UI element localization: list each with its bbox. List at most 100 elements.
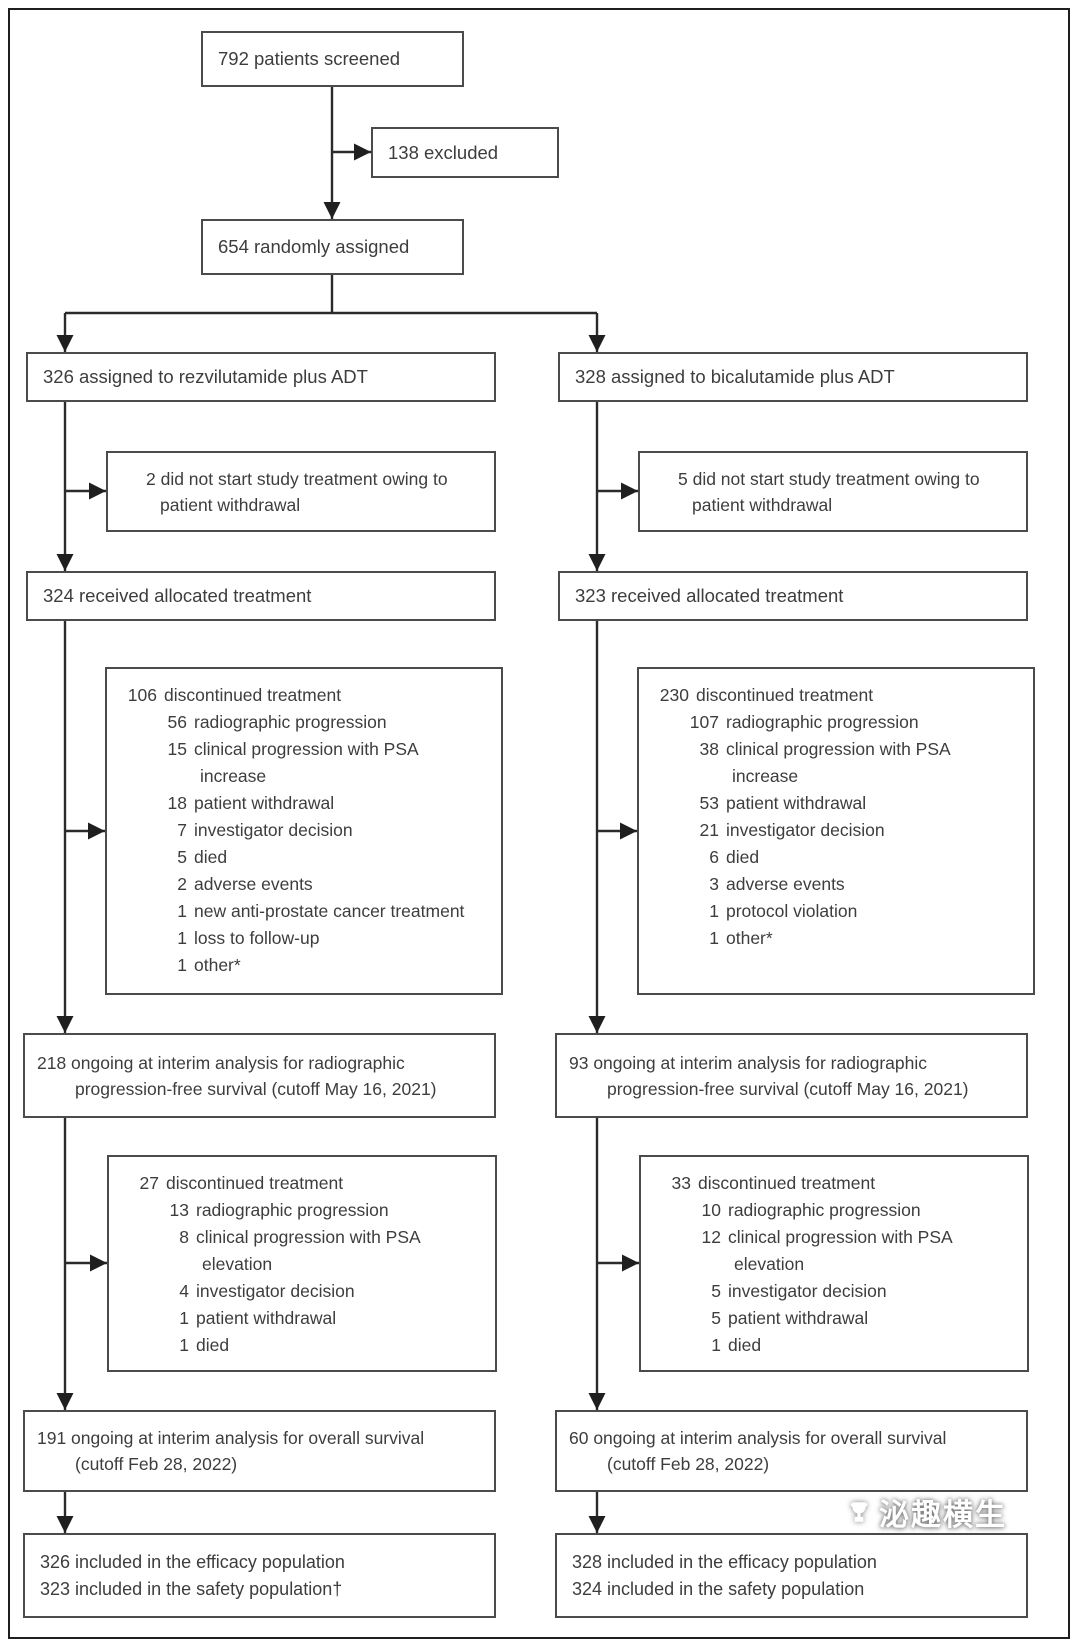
box-left-received: 324 received allocated treatment (26, 571, 496, 621)
disc-item: 1 died (123, 1332, 489, 1359)
disc-item-count: 10 (701, 1200, 721, 1220)
disc-item-label: died (726, 847, 760, 867)
disc-item-count: 6 (709, 847, 719, 867)
disc-item: 4 investigator decision (123, 1278, 489, 1305)
disc-item-label: patient withdrawal (196, 1308, 337, 1328)
disc-item-label: radiographic progression (728, 1200, 921, 1220)
disc-head-count: 230 (659, 685, 689, 705)
box-right-ongoing-rpfs: 93 ongoing at interim analysis for radio… (555, 1033, 1028, 1118)
disc-item-label: investigator decision (196, 1281, 355, 1301)
disc-item: 1 protocol violation (653, 898, 1027, 925)
disc-item-label-line2: elevation (734, 1254, 805, 1274)
disc-item-count: 5 (711, 1308, 721, 1328)
disc-item-label: protocol violation (726, 901, 858, 921)
disc-item-count: 38 (699, 739, 719, 759)
left-ongoing-rpfs-line2: progression-free survival (cutoff May 16… (75, 1078, 437, 1099)
disc-head-label: discontinued treatment (698, 1173, 876, 1193)
disc-head: 33 discontinued treatment (655, 1170, 1021, 1197)
watermark-text: 泌趣横生 (879, 1499, 1007, 1532)
disc-item-label-line1: clinical progression with PSA (194, 739, 419, 759)
disc-item: 10 radiographic progression (655, 1197, 1021, 1224)
disc-item-label-line1: clinical progression with PSA (726, 739, 951, 759)
disc-item-label: investigator decision (194, 820, 353, 840)
left-ongoing-os-line1: 191 ongoing at interim analysis for over… (37, 1428, 425, 1448)
box-right-received: 323 received allocated treatment (558, 571, 1028, 621)
box-right-ongoing-os: 60 ongoing at interim analysis for overa… (555, 1410, 1028, 1492)
disc-item-label-line2: increase (732, 766, 799, 786)
left-safety-population: 323 included in the safety population† (40, 1578, 343, 1599)
disc-item-label: died (194, 847, 228, 867)
box-screened: 792 patients screened (201, 31, 464, 87)
disc-head-label: discontinued treatment (696, 685, 874, 705)
box-randomly-assigned: 654 randomly assigned (201, 219, 464, 275)
disc-item-count: 1 (711, 1335, 721, 1355)
disc-item-count: 13 (169, 1200, 189, 1220)
disc-item-label: investigator decision (726, 820, 885, 840)
left-assigned-text: 326 assigned to rezvilutamide plus ADT (43, 366, 368, 387)
disc-head-count: 106 (127, 685, 157, 705)
watermark: 泌趣横生 (846, 1490, 1007, 1534)
right-ongoing-rpfs-line1: 93 ongoing at interim analysis for radio… (569, 1052, 927, 1073)
box-left-ongoing-rpfs: 218 ongoing at interim analysis for radi… (23, 1033, 496, 1118)
disc-item-label-line1: clinical progression with PSA (728, 1227, 953, 1247)
disc-item-count: 1 (179, 1308, 189, 1328)
box-left-population: 326 included in the efficacy population … (23, 1533, 496, 1618)
randomized-text: 654 randomly assigned (218, 236, 410, 257)
right-efficacy-population: 328 included in the efficacy population (572, 1551, 877, 1572)
disc-item-count: 1 (179, 1335, 189, 1355)
disc-item-count: 18 (167, 793, 187, 813)
disc-item: 38 clinical progression with PSA increase (653, 736, 1027, 790)
disc-item-count: 53 (699, 793, 719, 813)
disc-item-label: other* (194, 955, 241, 975)
disc-head-count: 27 (139, 1173, 159, 1193)
disc-item-label: adverse events (726, 874, 845, 894)
disc-item-label: clinical progression with PSA increase (719, 736, 951, 790)
right-received-text: 323 received allocated treatment (575, 585, 844, 606)
disc-item-count: 1 (177, 901, 187, 921)
disc-head: 106 discontinued treatment (121, 682, 495, 709)
disc-item-count: 21 (699, 820, 719, 840)
disc-item: 21 investigator decision (653, 817, 1027, 844)
box-left-ongoing-os: 191 ongoing at interim analysis for over… (23, 1410, 496, 1492)
right-not-started-line1: 5 did not start study treatment owing to (678, 468, 980, 489)
disc-item-label: died (196, 1335, 230, 1355)
disc-item-count: 1 (177, 955, 187, 975)
disc-head-label: discontinued treatment (166, 1173, 344, 1193)
disc-item-label: radiographic progression (194, 712, 387, 732)
disc-item-count: 15 (167, 739, 187, 759)
disc-item-label: radiographic progression (726, 712, 919, 732)
box-left-assigned: 326 assigned to rezvilutamide plus ADT (26, 352, 496, 402)
disc-head-label: discontinued treatment (164, 685, 342, 705)
box-right-not-started: 5 did not start study treatment owing to… (638, 451, 1028, 532)
right-assigned-text: 328 assigned to bicalutamide plus ADT (575, 366, 895, 387)
left-ongoing-rpfs-line1: 218 ongoing at interim analysis for radi… (37, 1052, 405, 1073)
right-ongoing-os-line1: 60 ongoing at interim analysis for overa… (569, 1428, 947, 1448)
disc-item-count: 4 (179, 1281, 189, 1301)
disc-item-count: 1 (177, 928, 187, 948)
left-not-started-line2: patient withdrawal (160, 494, 301, 515)
disc-item-count: 1 (709, 901, 719, 921)
disc-item-label: investigator decision (728, 1281, 887, 1301)
watermark-icon (846, 1499, 872, 1525)
disc-item-count: 7 (177, 820, 187, 840)
disc-item-label: clinical progression with PSA elevation (721, 1224, 953, 1278)
box-right-population: 328 included in the efficacy population … (555, 1533, 1028, 1618)
